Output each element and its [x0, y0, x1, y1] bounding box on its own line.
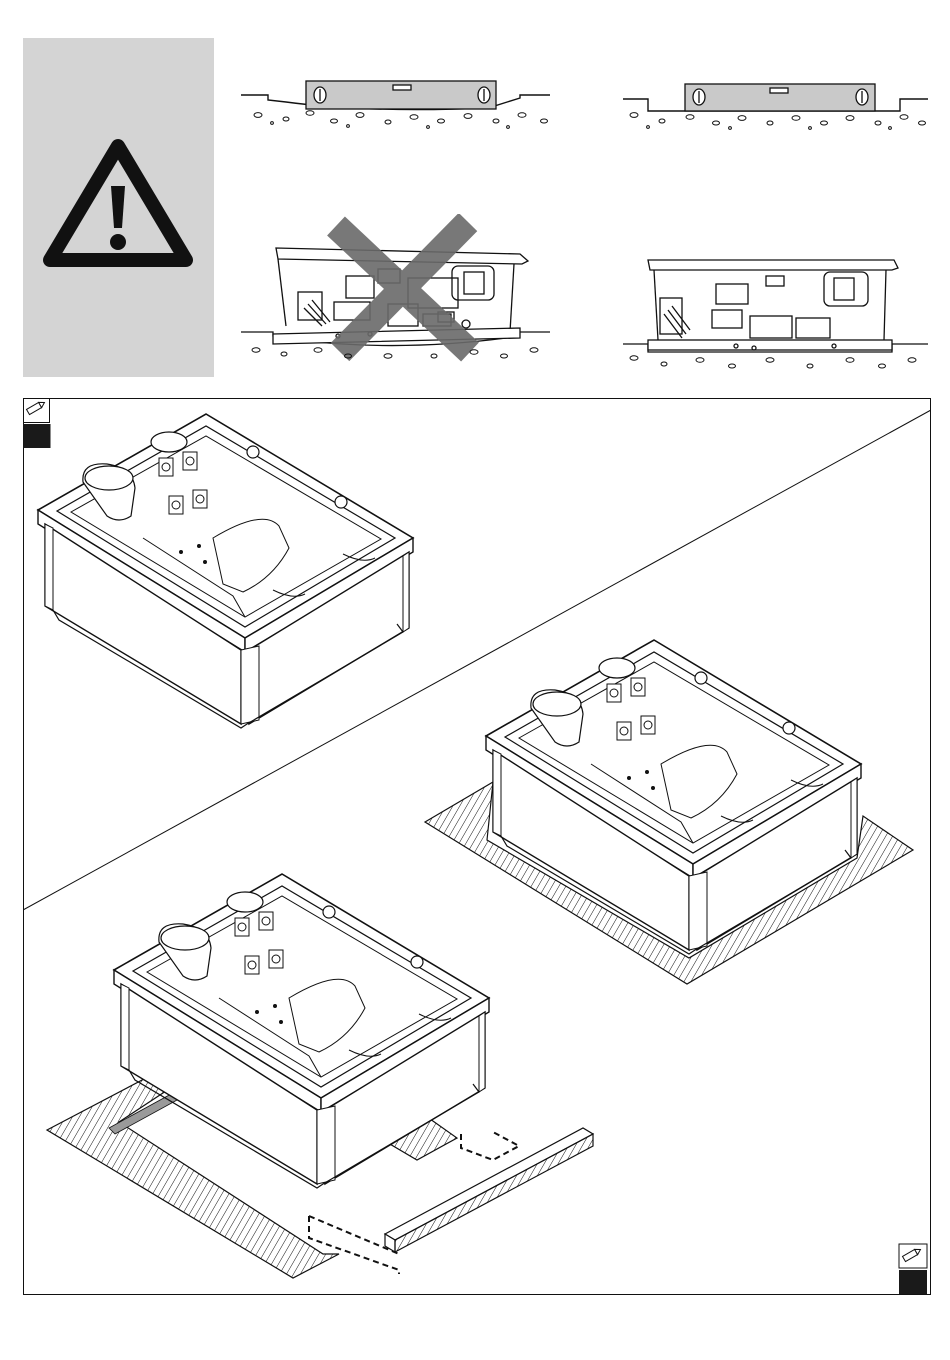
- marker-top-left: [24, 399, 51, 449]
- marker-badge: [899, 1270, 927, 1294]
- marker-badge: [24, 424, 51, 448]
- spa-deck-removable-panel: [47, 874, 593, 1278]
- spa-recessed-deck: [425, 640, 913, 984]
- spirit-level: [685, 84, 875, 111]
- spa-freestanding: [38, 414, 413, 728]
- spirit-level: [306, 81, 496, 109]
- figure-level-flat: [620, 75, 930, 135]
- marker-bottom-right: [899, 1244, 927, 1294]
- installation-options-frame: [23, 398, 931, 1295]
- figure-spa-flat: [620, 254, 930, 374]
- figure-spa-uneven: [238, 214, 553, 364]
- figure-level-uneven: [238, 75, 553, 135]
- warning-panel: [23, 38, 214, 377]
